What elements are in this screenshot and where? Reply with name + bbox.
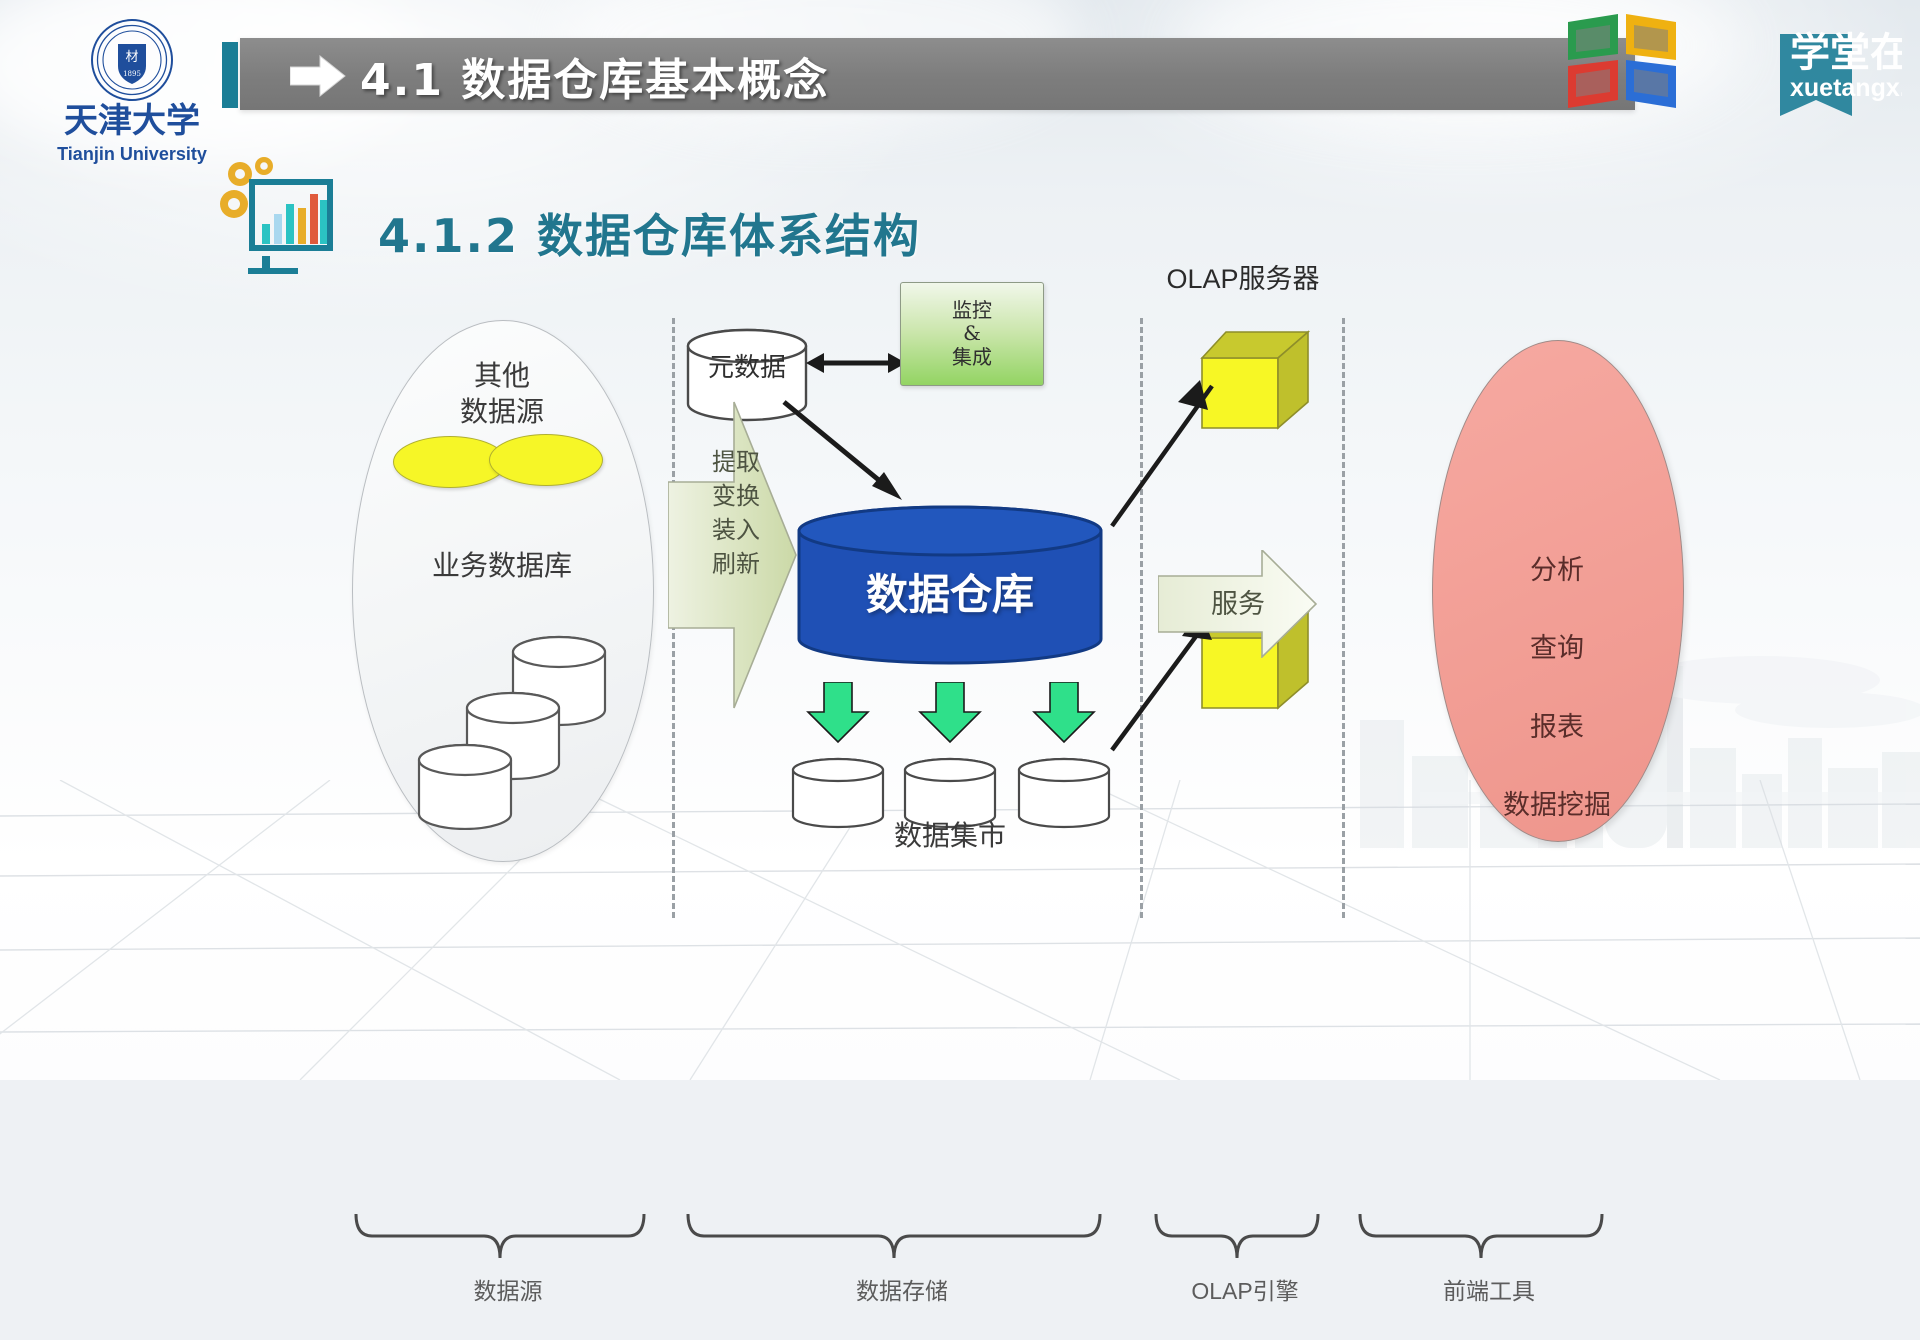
etl-label: 提取 变换 装入 刷新 xyxy=(706,445,766,581)
data-mart-cylinder-icon xyxy=(1017,757,1111,829)
green-down-arrow-icon xyxy=(1032,682,1096,744)
etl-line-2: 变换 xyxy=(712,482,760,511)
architecture-diagram: 其他 数据源 业务数据库 元数据 xyxy=(0,264,1920,1305)
frontend-tools-list: 分析 查询 报表 数据挖掘 xyxy=(1432,512,1682,864)
etl-line-4: 刷新 xyxy=(712,550,760,579)
monitor-integrate-box: 监控 & 集成 xyxy=(900,282,1044,386)
svg-text:材: 材 xyxy=(125,50,138,65)
monitor-line-3: 集成 xyxy=(952,344,992,369)
page-title-text: 4.1 数据仓库基本概念 xyxy=(360,55,830,106)
slide-canvas: 材 1895 天津大学 Tianjin University 4.1 数据仓库基… xyxy=(0,0,1920,1305)
brace-label-datastorage: 数据存储 xyxy=(856,1279,948,1305)
curly-brace-icon xyxy=(1154,1213,1320,1259)
curly-brace-icon xyxy=(1358,1213,1604,1259)
frontend-tool-3: 报表 xyxy=(1530,711,1584,743)
data-mart-cylinder-icon xyxy=(903,757,997,829)
frontend-tools-container xyxy=(1432,340,1684,842)
curly-brace-icon xyxy=(686,1213,1102,1259)
subsection-title: 4.1.2 数据仓库体系结构 xyxy=(378,209,921,263)
service-right-arrow-icon xyxy=(1158,550,1318,658)
metadata-monitor-arrow xyxy=(806,353,906,373)
curly-brace-icon xyxy=(354,1213,646,1259)
frontend-tool-4: 数据挖掘 xyxy=(1503,789,1611,821)
etl-line-3: 装入 xyxy=(712,516,760,545)
monitor-line-2: & xyxy=(963,321,981,346)
service-label: 服务 xyxy=(1211,589,1265,620)
data-warehouse-cylinder-icon xyxy=(797,505,1103,665)
svg-text:Tianjin University: Tianjin University xyxy=(57,144,207,164)
metadata-to-warehouse-arrow xyxy=(782,400,902,500)
section-title-bar xyxy=(240,38,1635,110)
data-mart-cylinder-icon xyxy=(791,757,885,829)
olap-cube-icon xyxy=(1200,330,1311,430)
green-down-arrow-icon xyxy=(806,682,870,744)
brand-domain: xuetangx.com xyxy=(1790,74,1902,102)
metadata-label: 元数据 xyxy=(707,353,786,383)
database-cylinder-icon xyxy=(417,635,607,830)
etl-line-1: 提取 xyxy=(712,448,760,476)
other-sources-label: 其他 数据源 xyxy=(459,359,544,428)
section-title-accent-tab xyxy=(222,42,238,108)
brace-label-datasource: 数据源 xyxy=(473,1279,543,1305)
etl-chevron-arrow-icon xyxy=(668,401,797,709)
zone-braces: 数据源 数据存储 OLAP引擎 前端工具 xyxy=(0,1210,1920,1340)
yellow-ellipse-icon xyxy=(489,434,603,486)
frontend-tool-2: 查询 xyxy=(1530,633,1584,665)
xuetangx-logo: 学堂在线 xuetangx.com xyxy=(1568,14,1902,116)
right-arrow-icon xyxy=(290,55,346,97)
page-title: 4.1 数据仓库基本概念 xyxy=(290,42,829,110)
tianjin-university-logo: 材 1895 天津大学 Tianjin University xyxy=(57,19,207,164)
data-mart-label: 数据集市 xyxy=(893,819,1006,852)
data-warehouse-label: 数据仓库 xyxy=(865,570,1034,619)
chart-monitor-gears-icon xyxy=(220,157,333,274)
green-down-arrow-icon xyxy=(918,682,982,744)
brace-label-frontendtools: 前端工具 xyxy=(1443,1279,1535,1305)
olap-server-label: OLAP服务器 xyxy=(1166,264,1320,294)
brand-name-cn: 学堂在线 xyxy=(1790,30,1902,76)
business-db-label: 业务数据库 xyxy=(431,549,572,582)
yellow-ellipse-icon xyxy=(393,436,507,488)
zone-divider-3 xyxy=(1342,318,1345,918)
brace-label-olapengine: OLAP引擎 xyxy=(1191,1278,1299,1304)
svg-text:天津大学: 天津大学 xyxy=(64,101,200,141)
warehouse-to-cube-arrow-top xyxy=(1110,380,1214,528)
metadata-cylinder-icon xyxy=(686,328,808,422)
monitor-line-1: 监控 xyxy=(952,297,992,322)
zone-divider-2 xyxy=(1140,318,1143,918)
svg-text:1895: 1895 xyxy=(123,70,141,78)
frontend-tool-1: 分析 xyxy=(1530,555,1584,587)
